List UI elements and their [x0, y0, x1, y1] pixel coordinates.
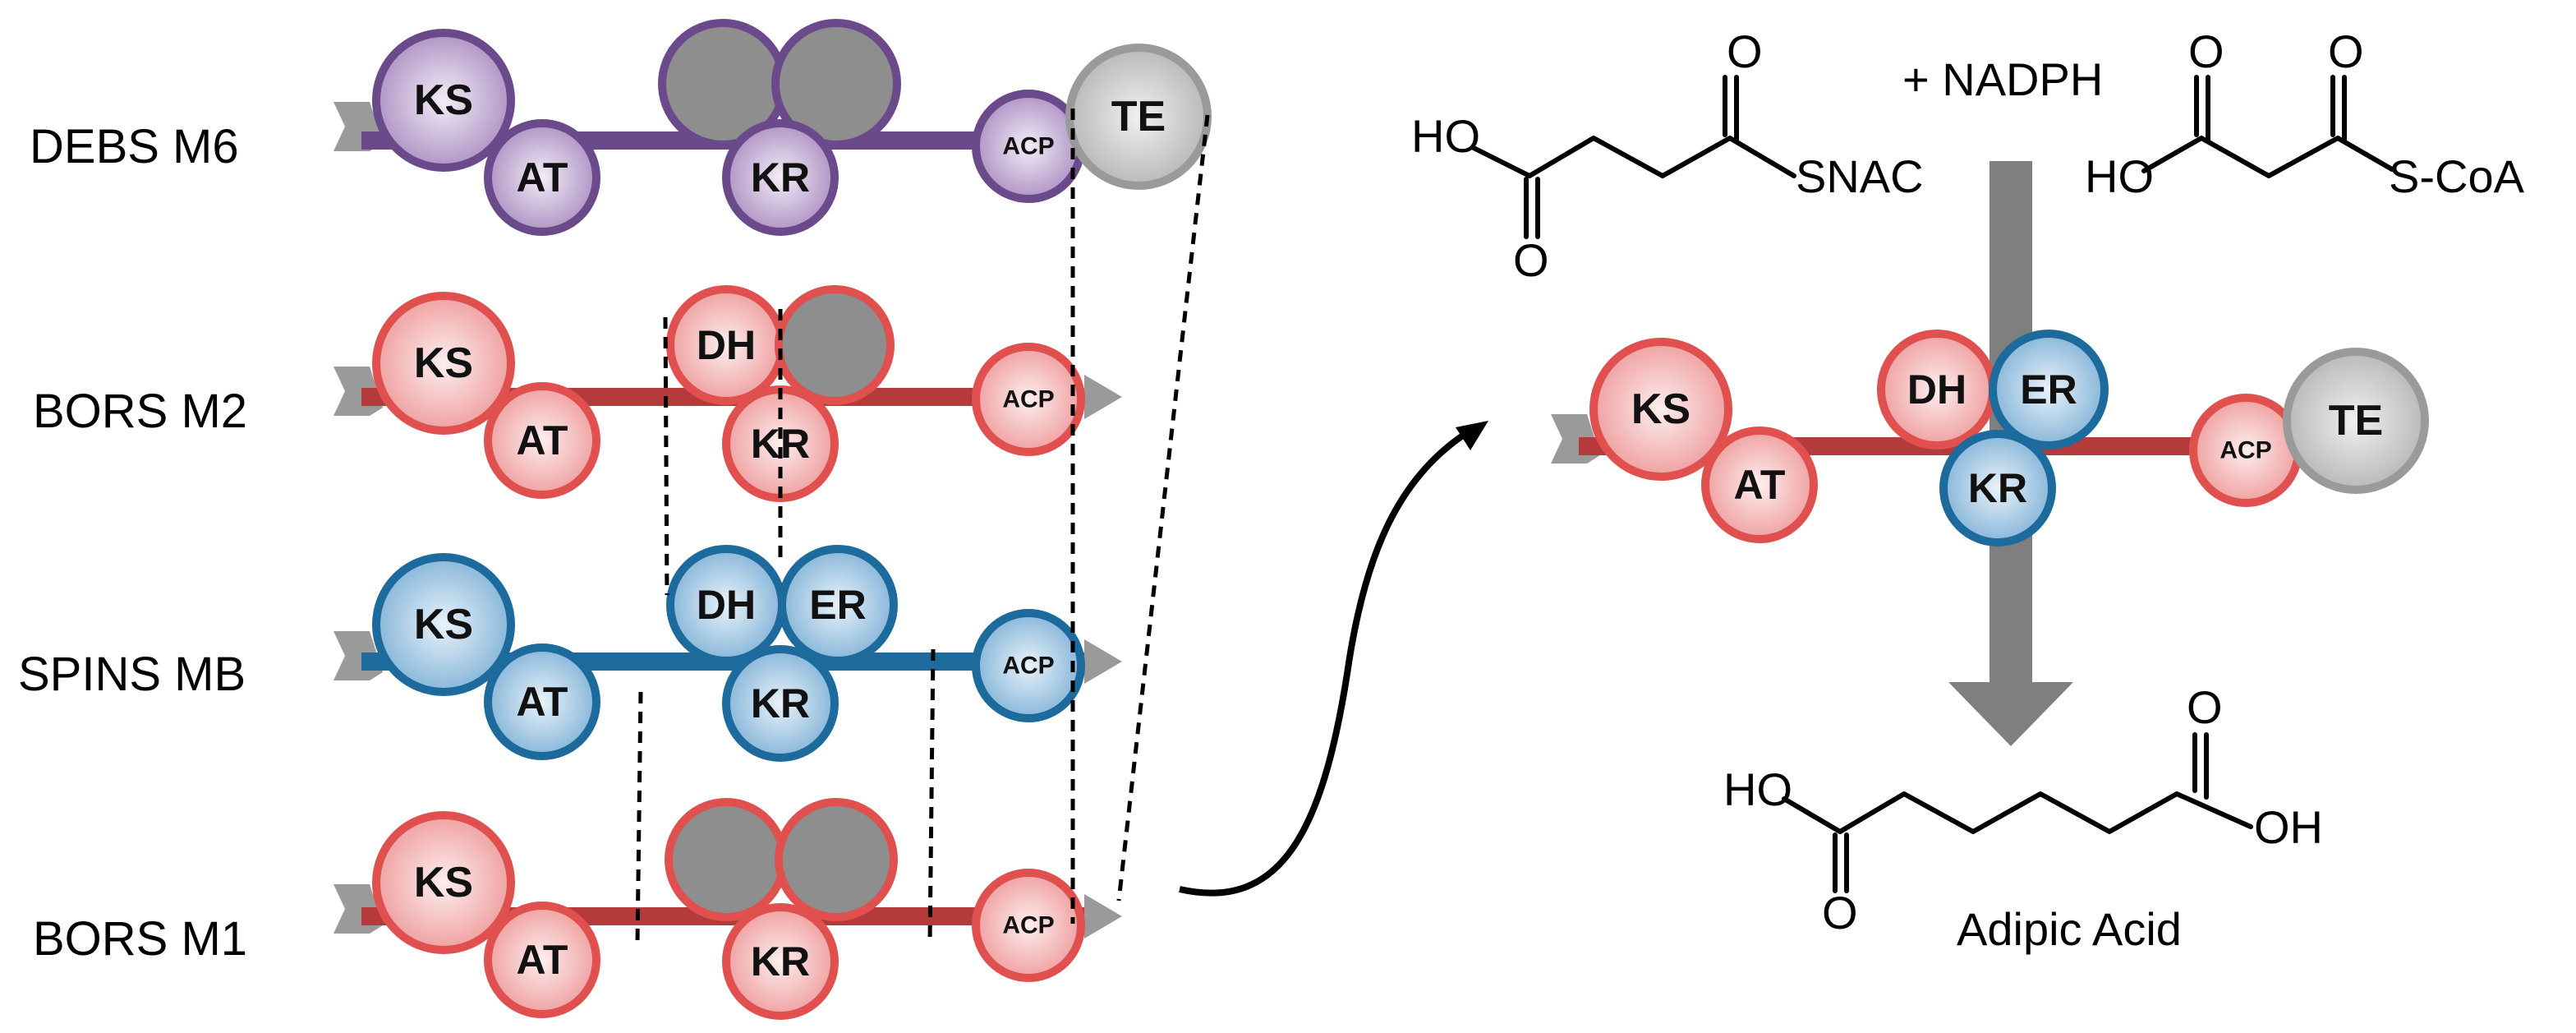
product-chain — [1782, 791, 2253, 834]
acp-label: ACP — [1002, 912, 1054, 939]
substrate-ho: HO — [1411, 110, 1480, 162]
hybrid-module: KS AT DH ER KR ACP TE — [1551, 330, 2429, 546]
dh-label: DH — [697, 322, 756, 368]
kr-domain — [722, 645, 839, 762]
module-label: SPINS MB — [18, 648, 246, 701]
product-oh: OH — [2254, 801, 2323, 853]
malonyl-scoa: S-CoA — [2389, 150, 2525, 202]
kr-label: KR — [751, 938, 810, 985]
substrate-structure: HO O O SNAC — [1411, 25, 1924, 286]
inactive-domain — [775, 798, 898, 921]
inactive-domain — [771, 19, 901, 149]
er-label: ER — [809, 582, 866, 628]
splice-lines — [635, 108, 1210, 944]
product-structure: HO O O OH Adipic Acid — [1723, 681, 2323, 955]
ks-domain — [372, 29, 515, 172]
ks-label: KS — [414, 859, 473, 906]
dh-label: DH — [697, 582, 756, 628]
cofactor-label: + NADPH — [1902, 53, 2103, 105]
ks-domain — [372, 553, 515, 696]
module-bors-m2: BORS M2 KS AT DH KR ACP — [33, 285, 1122, 502]
reaction-arrow-head — [1948, 682, 2073, 746]
te-label: TE — [2329, 397, 2383, 445]
module-label: DEBS M6 — [30, 120, 239, 173]
module-spins-mb: SPINS MB KS AT DH ER KR ACP — [18, 545, 1122, 762]
acp-domain — [972, 609, 1085, 722]
ks-label: KS — [414, 76, 473, 124]
te-domain — [2283, 348, 2429, 494]
at-label: AT — [517, 937, 568, 983]
acp-domain — [972, 343, 1085, 456]
substrate-snac: SNAC — [1796, 150, 1924, 202]
ks-label: KS — [414, 601, 473, 648]
ks-domain — [1589, 338, 1732, 481]
splice-line — [1116, 114, 1210, 902]
c-terminal-arrow — [1084, 375, 1122, 419]
kr-label: KR — [1968, 465, 2027, 511]
splice-line — [927, 648, 936, 944]
at-domain — [484, 382, 600, 499]
malonyl-o-right: O — [2328, 25, 2364, 77]
module-debs-m6: DEBS M6 KS AT KR ACP TE — [30, 19, 1212, 236]
substrate-o-top: O — [1727, 25, 1763, 77]
at-domain — [1701, 427, 1818, 543]
kr-label: KR — [751, 680, 810, 726]
ks-label: KS — [414, 339, 473, 387]
product-name: Adipic Acid — [1957, 903, 2182, 955]
c-terminal-arrow — [1084, 639, 1122, 684]
acp-label: ACP — [1002, 386, 1054, 413]
inactive-domain — [665, 798, 788, 921]
c-terminal-arrow — [1084, 894, 1122, 938]
at-label: AT — [517, 679, 568, 725]
at-domain — [484, 119, 600, 236]
malonyl-coa-structure: HO O O S-CoA — [2085, 25, 2525, 202]
inactive-domain — [775, 285, 895, 405]
splice-line — [635, 691, 643, 944]
module-label: BORS M2 — [33, 385, 247, 438]
module-label: BORS M1 — [33, 912, 247, 966]
acp-domain — [972, 869, 1085, 982]
malonyl-ho: HO — [2085, 150, 2154, 202]
ks-label: KS — [1631, 385, 1690, 433]
product-o-left: O — [1822, 887, 1858, 938]
at-label: AT — [517, 154, 568, 201]
kr-domain — [722, 119, 839, 236]
acp-label: ACP — [2220, 437, 2271, 464]
ks-domain — [372, 811, 515, 954]
at-domain — [484, 902, 600, 1018]
module-bors-m1: BORS M1 KS AT KR ACP — [33, 798, 1122, 1020]
ks-domain — [372, 292, 515, 435]
at-label: AT — [1734, 462, 1786, 508]
at-domain — [484, 643, 600, 760]
splice-line — [663, 316, 669, 596]
er-label: ER — [2020, 367, 2077, 413]
acp-label: ACP — [1002, 653, 1054, 680]
kr-label: KR — [751, 154, 810, 201]
transfer-arrowhead — [1456, 421, 1488, 450]
at-label: AT — [517, 417, 568, 463]
substrate-o-bottom: O — [1513, 234, 1549, 286]
kr-domain — [722, 903, 839, 1020]
er-domain — [1989, 330, 2109, 450]
malonyl-chain — [2141, 136, 2394, 178]
dh-label: DH — [1907, 367, 1966, 413]
substrate-chain — [1471, 136, 1796, 178]
kr-domain — [1939, 430, 2056, 546]
product-o-right: O — [2187, 681, 2223, 733]
acp-label: ACP — [1002, 133, 1054, 160]
er-domain — [778, 545, 898, 665]
transfer-arrow — [1179, 427, 1473, 897]
te-label: TE — [1111, 93, 1166, 141]
product-ho: HO — [1723, 763, 1792, 815]
malonyl-o-left: O — [2188, 25, 2224, 77]
